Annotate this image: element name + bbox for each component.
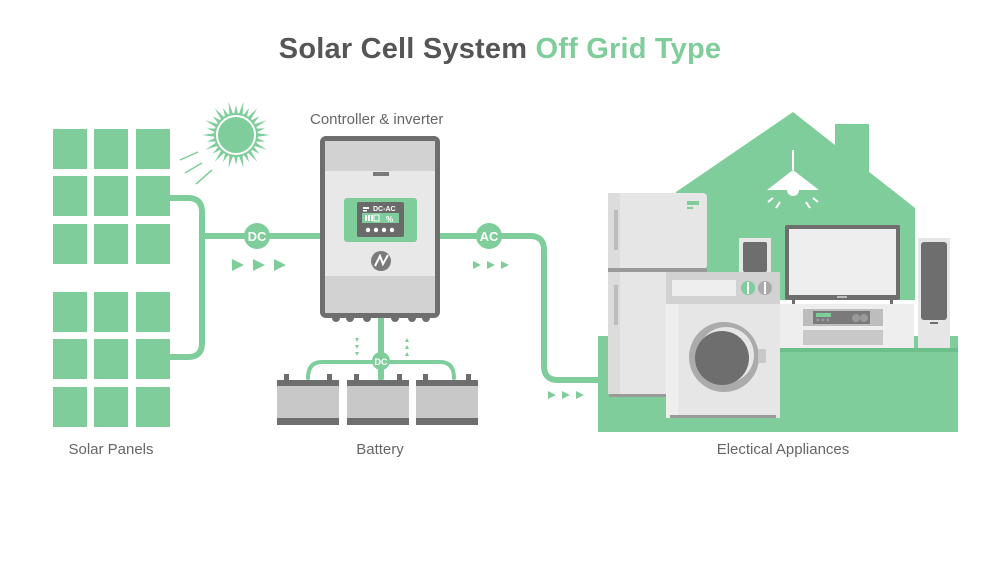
flow-arrows-to-battery	[355, 338, 359, 356]
sun-ray	[255, 137, 266, 142]
flow-arrows-appliances	[548, 391, 584, 399]
wire-panel-top	[167, 195, 205, 239]
flow-arrows-ac	[473, 261, 509, 269]
sun-ray	[238, 154, 244, 169]
flow-arrows-dc	[232, 259, 286, 271]
sunlight-rays-icon	[179, 151, 213, 185]
battery-icon	[416, 374, 478, 425]
ceiling-lamp-icon	[767, 150, 819, 209]
svg-text:%: %	[386, 215, 393, 224]
sun-ray	[243, 107, 250, 117]
sun-ray	[228, 101, 234, 116]
title-accent: Off Grid Type	[535, 33, 722, 65]
sun-ray	[238, 101, 244, 116]
sun-ray	[222, 153, 229, 163]
sun-ray	[243, 153, 250, 163]
svg-text:AC: AC	[480, 229, 499, 244]
indicator-dots	[365, 227, 395, 233]
battery-label: Battery	[356, 441, 404, 458]
sun-ray	[234, 105, 238, 115]
sun-ray	[205, 120, 218, 128]
ac-badge-output: AC	[476, 223, 502, 249]
sun-ray	[222, 107, 229, 117]
svg-text:DC-AC: DC-AC	[373, 206, 396, 213]
sun-ray	[247, 108, 258, 120]
flow-arrows-from-battery	[405, 338, 409, 356]
solar-panel-array-bottom	[53, 292, 170, 427]
appliances-label: Electical Appliances	[716, 441, 850, 458]
dc-badge-battery: DC	[372, 352, 390, 370]
sun-ray	[202, 133, 216, 137]
television-icon	[785, 225, 900, 304]
wire-controller-to-ac	[435, 233, 603, 383]
wire-panel-bottom	[167, 233, 205, 360]
speaker-right-icon	[918, 238, 950, 348]
washing-machine-icon	[666, 272, 780, 418]
sun-ray	[214, 150, 225, 162]
sun-ray	[254, 142, 267, 150]
sun-ray	[228, 154, 234, 169]
sun-ray	[256, 133, 270, 137]
solar-panel-array-top	[53, 129, 170, 264]
sun-ray	[214, 108, 225, 120]
svg-text:DC: DC	[375, 357, 388, 367]
sun-icon	[179, 101, 270, 185]
battery-bank	[277, 374, 478, 425]
controller-display: DC-AC %	[344, 198, 417, 242]
stereo-icon	[780, 304, 914, 348]
controller-inverter: DC-AC %	[320, 136, 440, 322]
sun-ray	[254, 120, 267, 128]
sun-ray	[234, 155, 238, 165]
sun-ray	[255, 128, 266, 133]
lightning-logo-icon	[371, 251, 391, 271]
page-title: Solar Cell System Off Grid Type	[0, 33, 1000, 66]
sun-ray	[206, 137, 217, 142]
title-main: Solar Cell System	[278, 33, 528, 65]
sun-ray	[205, 142, 218, 150]
sun-ray	[247, 150, 258, 162]
battery-icon	[347, 374, 409, 425]
svg-text:DC: DC	[248, 229, 267, 244]
sun-ray	[206, 128, 217, 133]
battery-level-icon	[365, 214, 380, 222]
solar-panels-label: Solar Panels	[68, 441, 154, 458]
speaker-left-icon	[739, 238, 771, 272]
controller-label: Controller & inverter	[310, 111, 444, 128]
floor-shadow	[780, 348, 958, 352]
battery-icon	[277, 374, 339, 425]
dc-badge-panels: DC	[244, 223, 270, 249]
